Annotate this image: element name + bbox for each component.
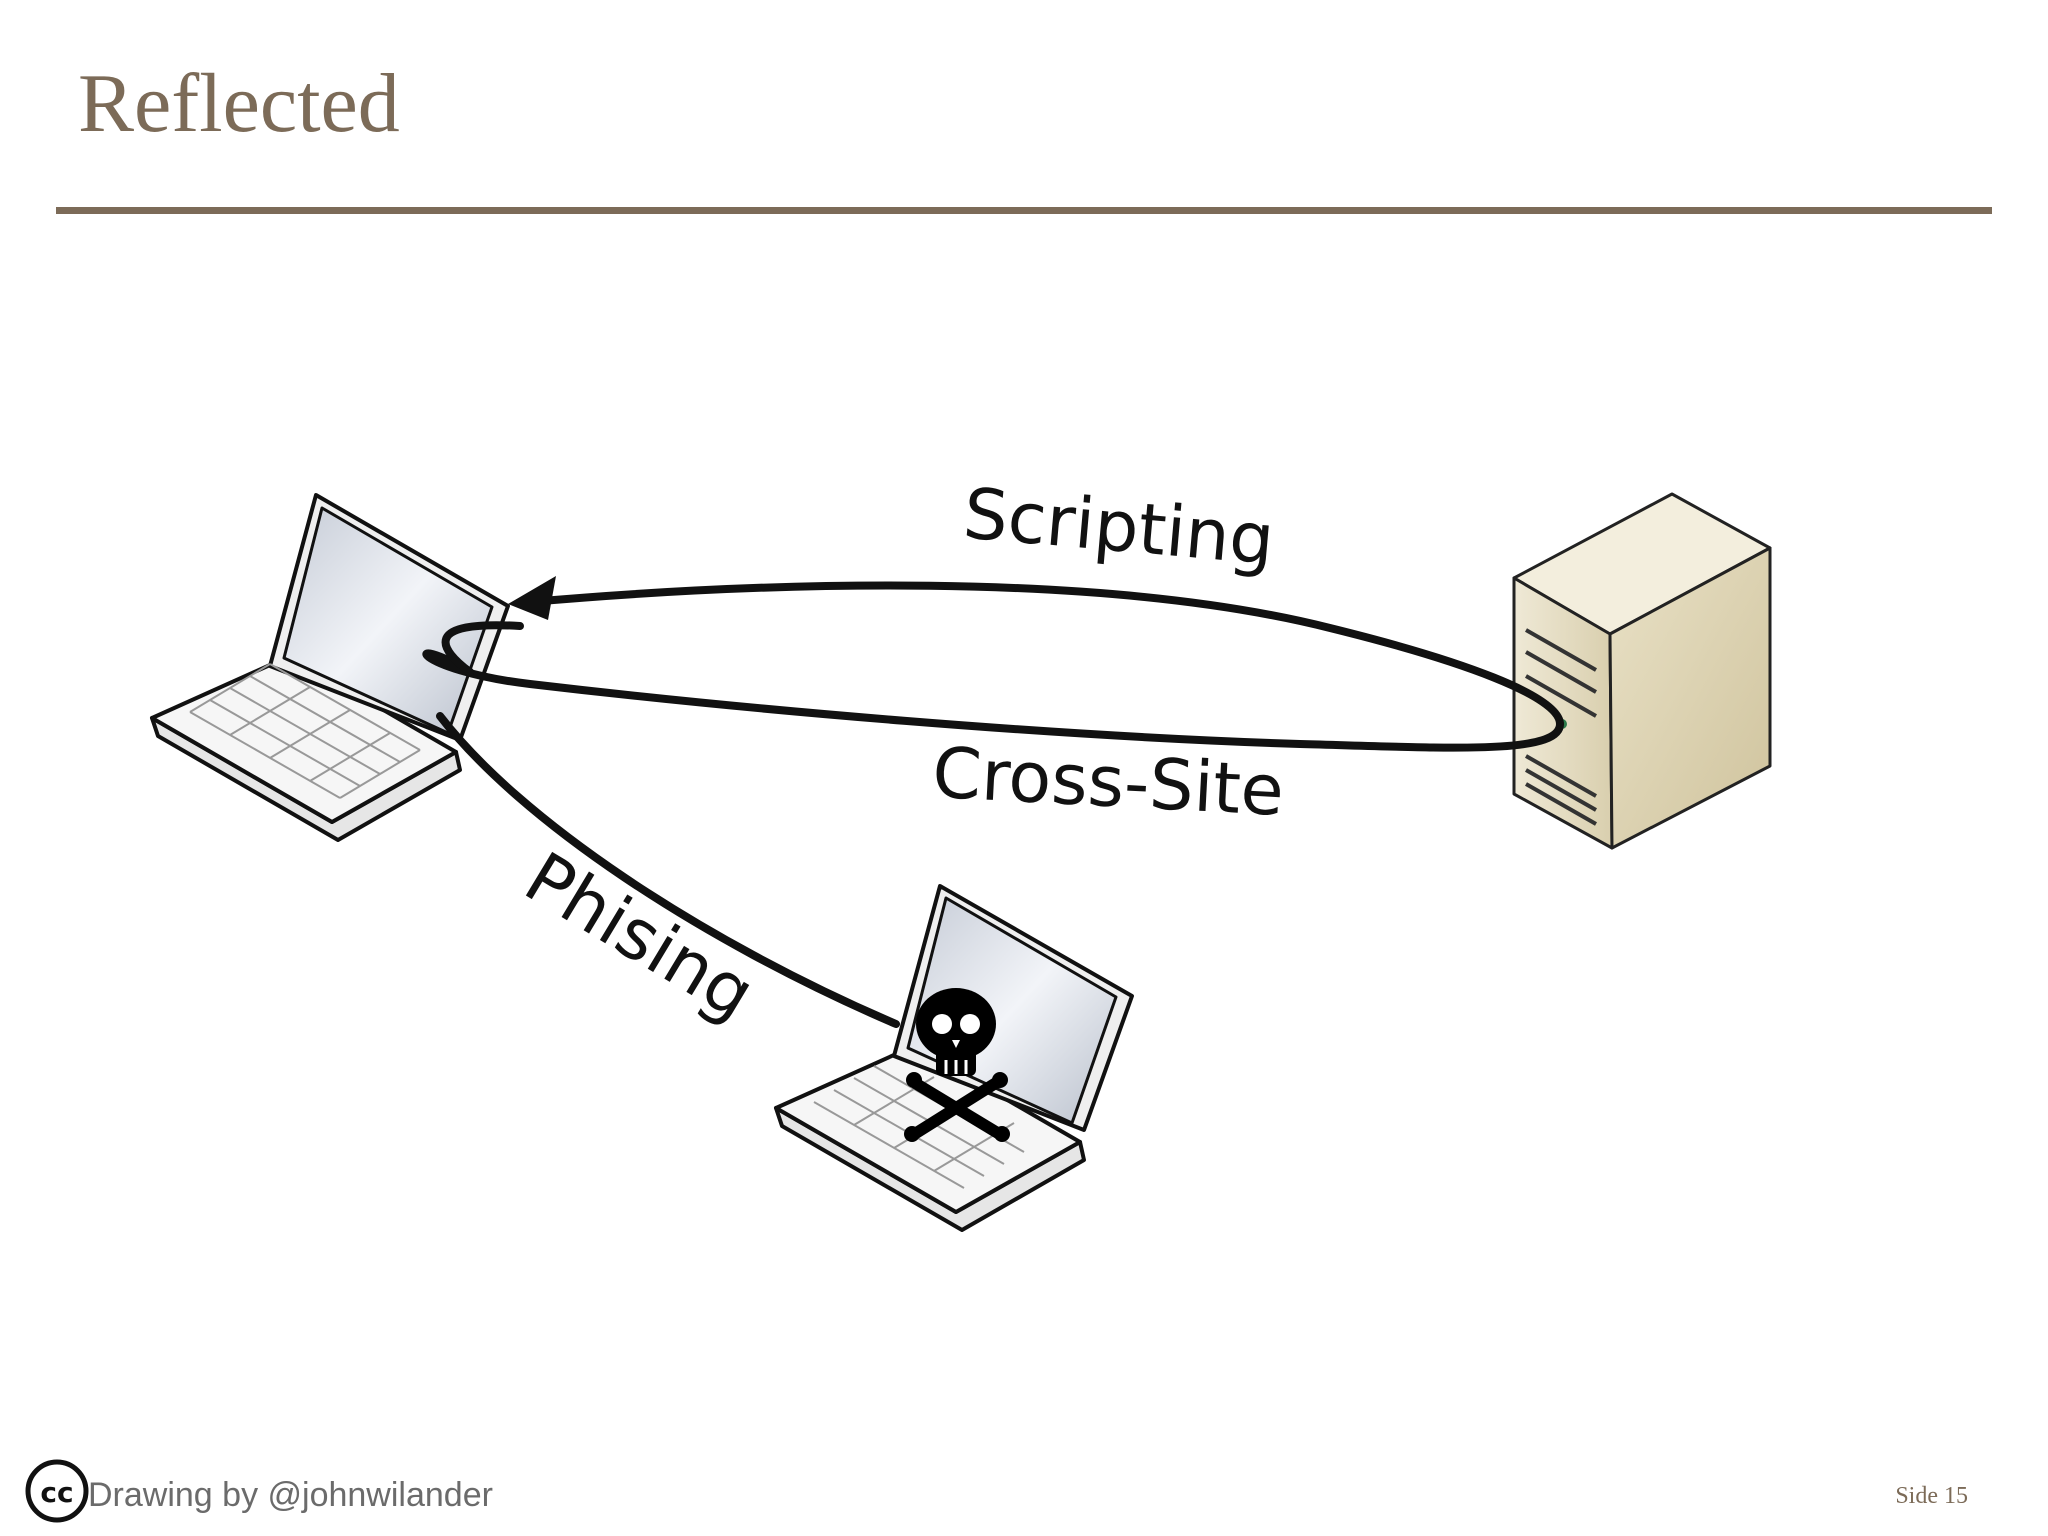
label-cross-site: Cross-Site bbox=[931, 732, 1286, 832]
title-divider bbox=[56, 207, 1992, 214]
label-scripting: Scripting bbox=[960, 472, 1277, 581]
laptop-skull-icon bbox=[774, 884, 1134, 1232]
server-icon bbox=[1512, 492, 1772, 850]
cross-site-loop-line bbox=[422, 649, 1564, 752]
scripting-arrow-line bbox=[526, 581, 1564, 728]
cc-badge-text: cc bbox=[40, 1476, 73, 1509]
label-phishing: Phising bbox=[511, 836, 768, 1035]
footer-credit: Drawing by @johnwilander bbox=[88, 1476, 493, 1514]
phishing-line bbox=[436, 712, 900, 1028]
cross-site-return-line bbox=[441, 621, 524, 676]
slide-title: Reflected bbox=[78, 57, 400, 150]
creative-commons-icon: cc bbox=[25, 1459, 89, 1523]
skull-icon bbox=[904, 988, 1010, 1142]
arrow-head-icon bbox=[508, 576, 556, 620]
slide-number: Side 15 bbox=[1895, 1483, 1968, 1509]
laptop-icon bbox=[150, 493, 510, 842]
